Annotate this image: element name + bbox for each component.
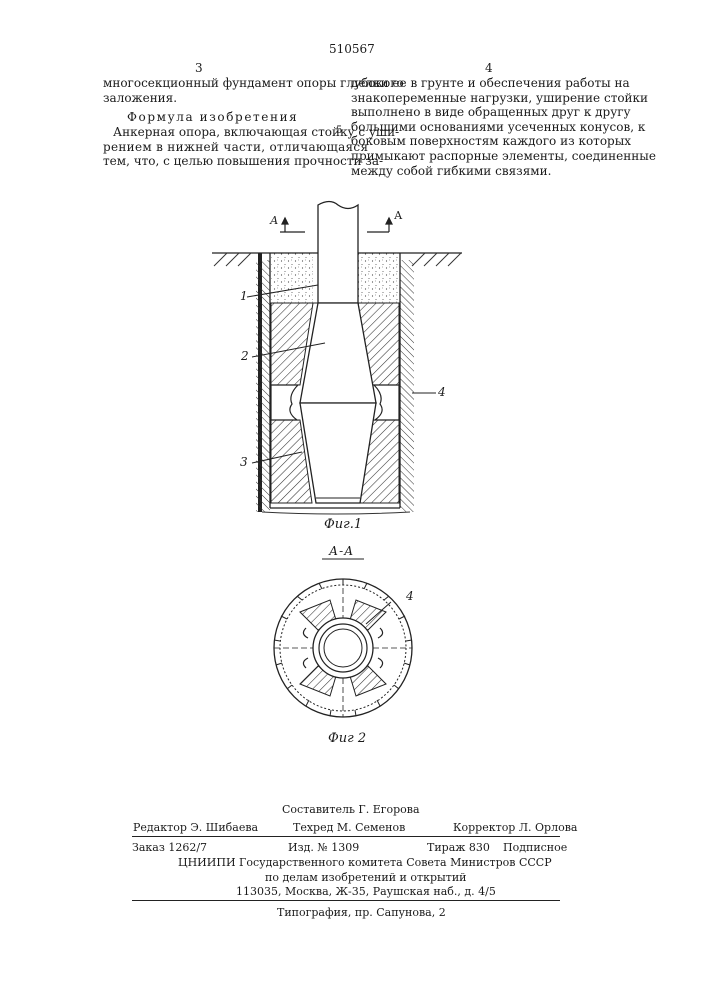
sand-backfill-right xyxy=(358,253,399,303)
figure-1-caption: Фиг.1 xyxy=(324,517,362,532)
figure-1-label-2: 2 xyxy=(241,349,249,363)
imprint-address: 113035, Москва, Ж-35, Раушская наб., д. … xyxy=(236,885,496,898)
imprint-organization: ЦНИИПИ Государственного комитета Совета … xyxy=(178,856,552,869)
imprint-proofreader: Корректор Л. Орлова xyxy=(453,821,577,834)
figure-1-label-4: 4 xyxy=(438,385,446,399)
imprint-rule xyxy=(132,836,560,837)
imprint-rule-bottom xyxy=(132,900,560,901)
figure-1-label-1: 1 xyxy=(240,289,248,303)
post-with-cones xyxy=(300,202,376,504)
figure-2-section-title: А-А xyxy=(329,544,354,558)
figure-2-drawing xyxy=(274,559,412,717)
section-mark-left: А xyxy=(270,214,278,227)
soil-hatch-left xyxy=(256,260,270,512)
imprint-organization-sub: по делам изобретений и открытий xyxy=(265,871,467,884)
sand-backfill-left xyxy=(271,253,313,303)
figure-2-caption: Фиг 2 xyxy=(328,731,366,746)
imprint-tech-editor: Техред М. Семенов xyxy=(293,821,405,834)
imprint-subscription: Подписное xyxy=(503,841,567,854)
imprint-printer: Типография, пр. Сапунова, 2 xyxy=(277,906,446,919)
figure-1-label-3: 3 xyxy=(240,455,248,469)
imprint-editor: Редактор Э. Шибаева xyxy=(133,821,258,834)
figure-2-label-4: 4 xyxy=(406,589,414,603)
imprint-edition: Изд. № 1309 xyxy=(288,841,359,854)
section-mark-right: А xyxy=(394,209,402,222)
imprint-order: Заказ 1262/7 xyxy=(132,841,207,854)
imprint-print-run: Тираж 830 xyxy=(427,841,490,854)
imprint-compiler: Составитель Г. Егорова xyxy=(282,803,420,816)
soil-hatch-right xyxy=(400,260,414,512)
